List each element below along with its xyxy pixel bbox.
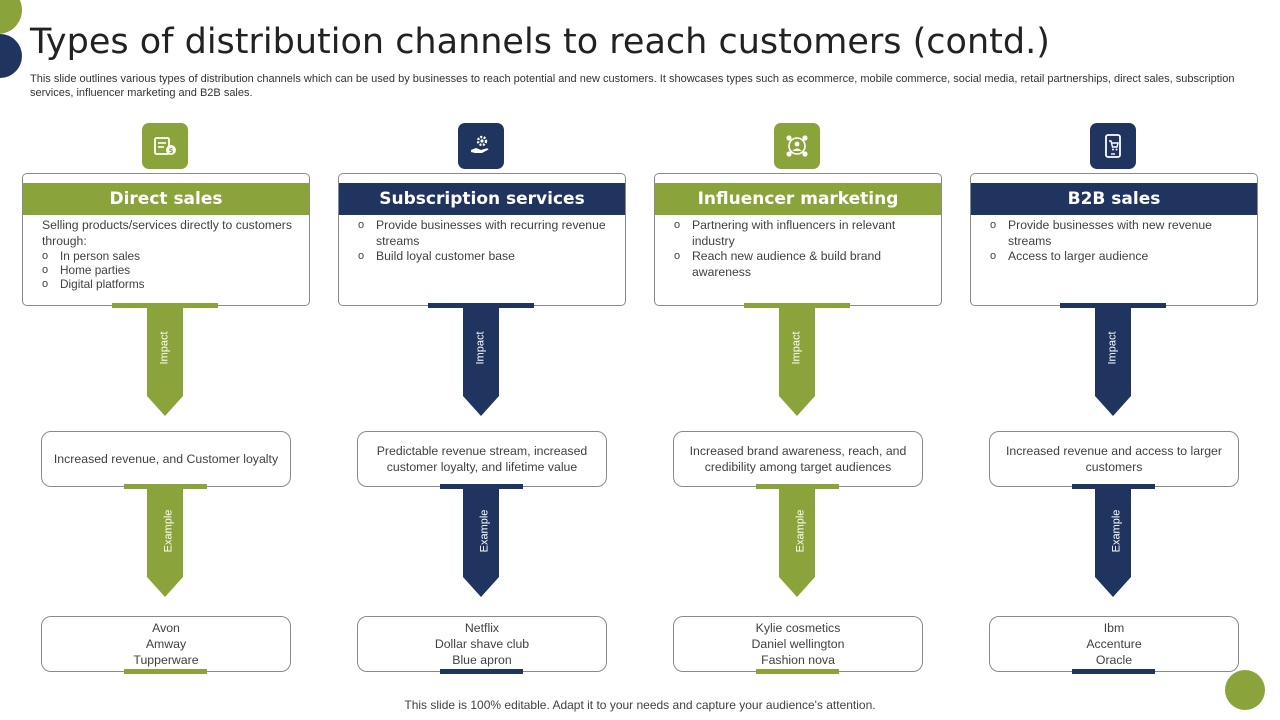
channel-card: B2B sales Provide businesses with new re… — [970, 173, 1258, 306]
impact-label: Impact — [1106, 331, 1119, 365]
bullet-item: Partnering with influencers in relevant … — [674, 218, 929, 249]
channel-description: Selling products/services directly to cu… — [42, 218, 297, 291]
accent-bar — [756, 669, 839, 674]
decor-circle-green — [0, 0, 22, 34]
examples-box: Ibm Accenture Oracle — [989, 616, 1239, 672]
channel-column-b2b-sales: B2B sales Provide businesses with new re… — [970, 0, 1258, 720]
example-arrow: Example — [463, 489, 499, 597]
page-title: Types of distribution channels to reach … — [30, 22, 1050, 62]
example-label: Example — [1110, 509, 1123, 553]
example-item: Fashion nova — [761, 653, 835, 667]
accent-bar — [744, 303, 850, 308]
accent-bar — [124, 669, 207, 674]
channel-column-influencer-marketing: Influencer marketing Partnering with inf… — [654, 0, 942, 720]
impact-arrow: Impact — [1095, 308, 1131, 416]
example-label: Example — [162, 509, 175, 553]
examples-box: Avon Amway Tupperware — [41, 616, 291, 672]
example-item: Avon — [152, 621, 180, 635]
example-label: Example — [478, 509, 491, 553]
bullet-item: Build loyal customer base — [358, 249, 613, 265]
accent-bar — [440, 484, 523, 489]
example-arrow: Example — [1095, 489, 1131, 597]
impact-box: Increased revenue and access to larger c… — [989, 431, 1239, 487]
examples-box: Kylie cosmetics Daniel wellington Fashio… — [673, 616, 923, 672]
mobile-cart-icon — [1090, 123, 1136, 169]
channel-card: Influencer marketing Partnering with inf… — [654, 173, 942, 306]
channel-description: Partnering with influencers in relevant … — [674, 218, 929, 280]
bullet-item: Access to larger audience — [990, 249, 1245, 265]
example-arrow: Example — [779, 489, 815, 597]
channel-card: Subscription services Provide businesses… — [338, 173, 626, 306]
footer-note: This slide is 100% editable. Adapt it to… — [404, 698, 876, 712]
impact-arrow: Impact — [147, 308, 183, 416]
channel-bullets: Provide businesses with recurring revenu… — [358, 218, 613, 265]
accent-bar — [112, 303, 218, 308]
channel-heading: Direct sales — [23, 183, 309, 215]
bullet-item: Digital platforms — [42, 277, 297, 291]
channel-column-direct-sales: $ Direct sales Selling products/services… — [22, 0, 310, 720]
price-tag-icon: $ — [142, 123, 188, 169]
example-item: Netflix — [464, 621, 500, 635]
example-item: Blue apron — [452, 653, 512, 667]
example-item: Tupperware — [133, 653, 199, 667]
channel-bullets: In person sales Home parties Digital pla… — [42, 249, 297, 291]
channel-heading: Subscription services — [339, 183, 625, 215]
channel-card: Direct sales Selling products/services d… — [22, 173, 310, 306]
accent-bar — [428, 303, 534, 308]
impact-arrow: Impact — [779, 308, 815, 416]
channel-bullets: Provide businesses with new revenue stre… — [990, 218, 1245, 265]
channel-heading: Influencer marketing — [655, 183, 941, 215]
impact-box: Predictable revenue stream, increased cu… — [357, 431, 607, 487]
example-item: Daniel wellington — [751, 637, 845, 651]
example-item: Dollar shave club — [434, 637, 530, 651]
impact-label: Impact — [790, 331, 803, 365]
influencer-network-icon — [774, 123, 820, 169]
impact-label: Impact — [158, 331, 171, 365]
impact-box: Increased brand awareness, reach, and cr… — [673, 431, 923, 487]
bullet-item: In person sales — [42, 249, 297, 263]
channel-bullets: Partnering with influencers in relevant … — [674, 218, 929, 280]
channel-heading: B2B sales — [971, 183, 1257, 215]
example-arrow: Example — [147, 489, 183, 597]
page-subtitle: This slide outlines various types of dis… — [30, 73, 1235, 99]
example-item: Kylie cosmetics — [755, 621, 841, 635]
example-item: Oracle — [1095, 653, 1133, 667]
channel-intro: Selling products/services directly to cu… — [42, 218, 292, 248]
svg-text:$: $ — [169, 147, 174, 155]
accent-bar — [1072, 669, 1155, 674]
impact-arrow: Impact — [463, 308, 499, 416]
example-label: Example — [794, 509, 807, 553]
impact-label: Impact — [474, 331, 487, 365]
example-item: Accenture — [1086, 637, 1142, 651]
accent-bar — [1060, 303, 1166, 308]
decor-circle-green-bottom — [1225, 670, 1265, 710]
accent-bar — [1072, 484, 1155, 489]
channel-description: Provide businesses with recurring revenu… — [358, 218, 613, 265]
impact-box: Increased revenue, and Customer loyalty — [41, 431, 291, 487]
accent-bar — [440, 669, 523, 674]
accent-bar — [756, 484, 839, 489]
hand-gear-icon — [458, 123, 504, 169]
channel-column-subscription-services: Subscription services Provide businesses… — [338, 0, 626, 720]
example-item: Ibm — [1103, 621, 1125, 635]
example-item: Amway — [145, 637, 187, 651]
channel-description: Provide businesses with new revenue stre… — [990, 218, 1245, 265]
bullet-item: Provide businesses with recurring revenu… — [358, 218, 613, 249]
bullet-item: Home parties — [42, 263, 297, 277]
bullet-item: Reach new audience & build brand awarene… — [674, 249, 929, 280]
decor-circle-navy — [0, 34, 22, 78]
examples-box: Netflix Dollar shave club Blue apron — [357, 616, 607, 672]
bullet-item: Provide businesses with new revenue stre… — [990, 218, 1245, 249]
accent-bar — [124, 484, 207, 489]
